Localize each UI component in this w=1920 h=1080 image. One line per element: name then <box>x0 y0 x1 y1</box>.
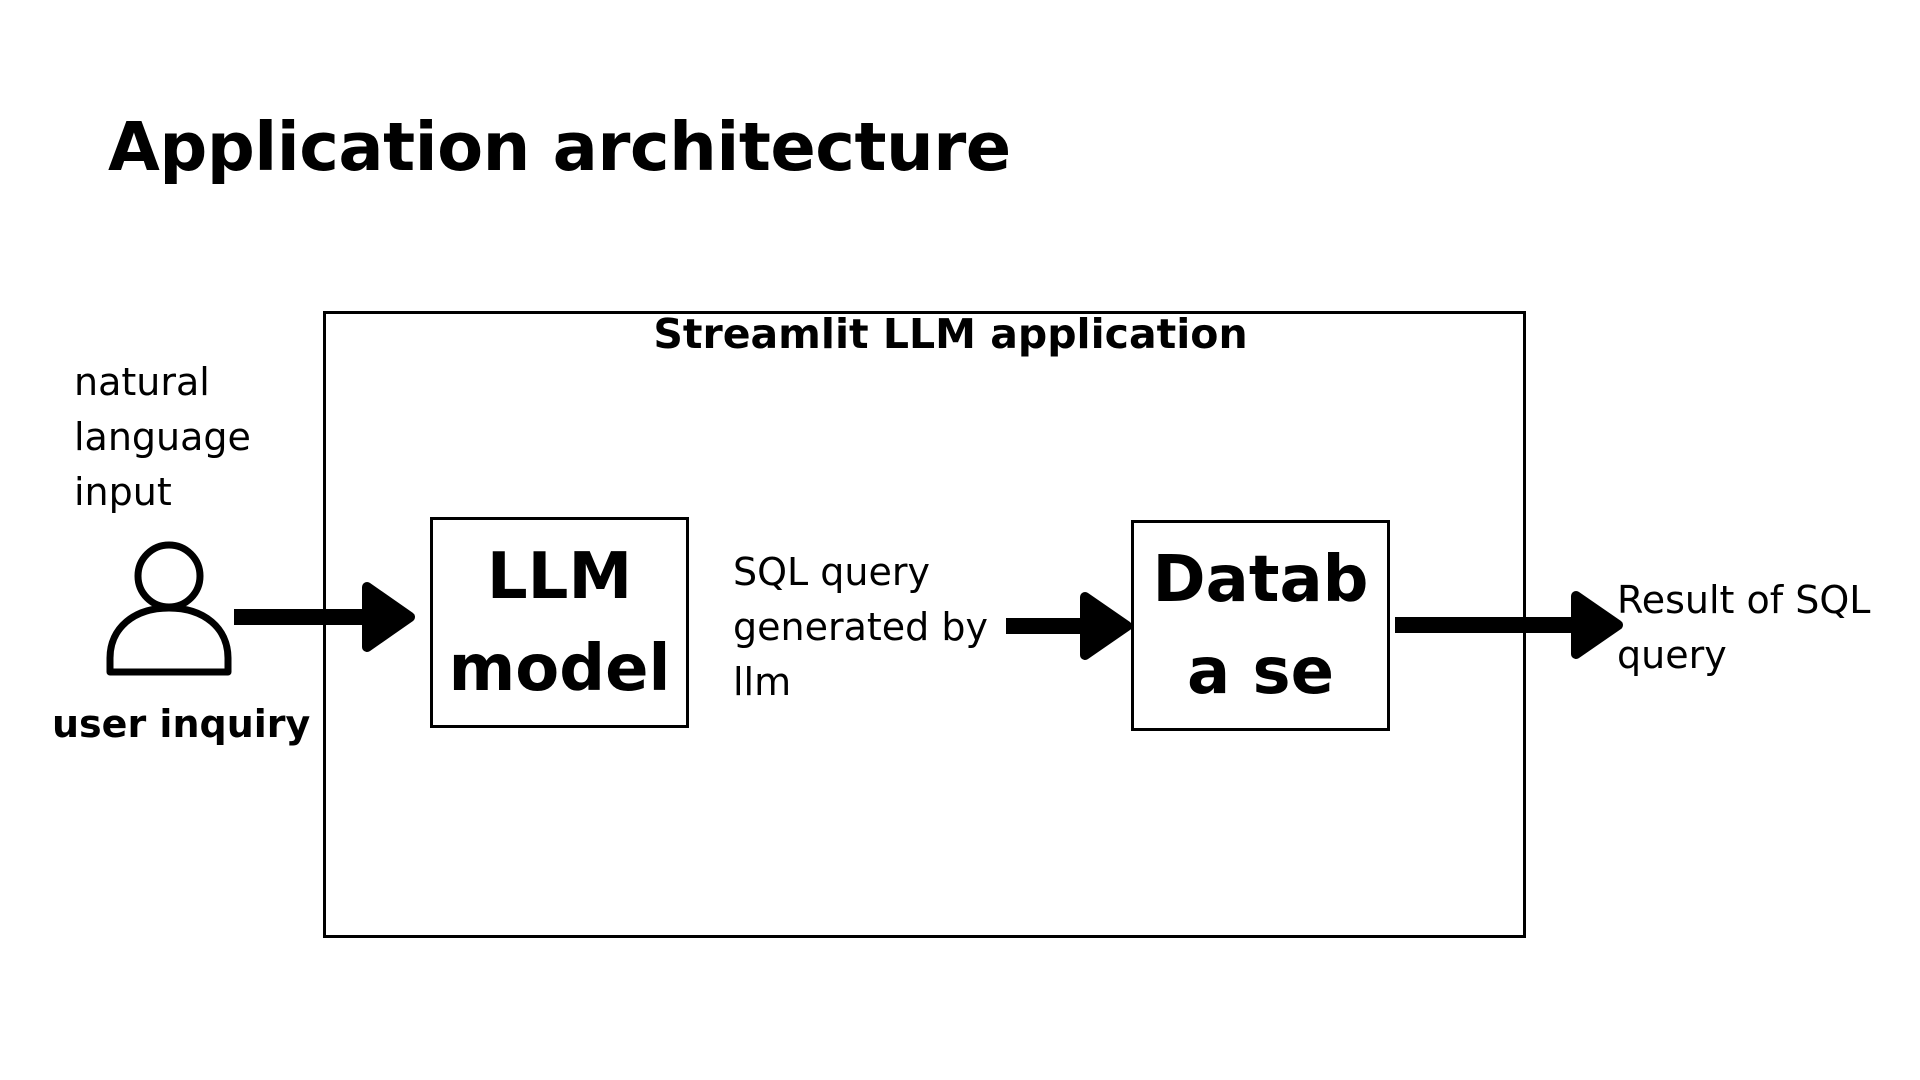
container-title: Streamlit LLM application <box>653 310 1248 358</box>
page-title: Application architecture <box>108 108 1011 186</box>
arrow-user-to-llm <box>234 582 415 652</box>
llm-model-node: LLM model <box>430 517 689 728</box>
user-label: user inquiry <box>52 702 311 746</box>
arrow-database-to-result <box>1395 591 1623 659</box>
database-label: Databa se <box>1152 542 1369 709</box>
llm-model-label: LLM model <box>448 539 671 706</box>
database-node: Databa se <box>1131 520 1390 731</box>
user-icon <box>104 540 234 680</box>
result-label: Result of SQL query <box>1617 578 1871 677</box>
sql-query-label: SQL query generated by llm <box>733 550 988 704</box>
input-label: natural language input <box>74 360 251 514</box>
app-container <box>323 311 1526 938</box>
arrow-llm-to-database <box>1006 592 1132 660</box>
